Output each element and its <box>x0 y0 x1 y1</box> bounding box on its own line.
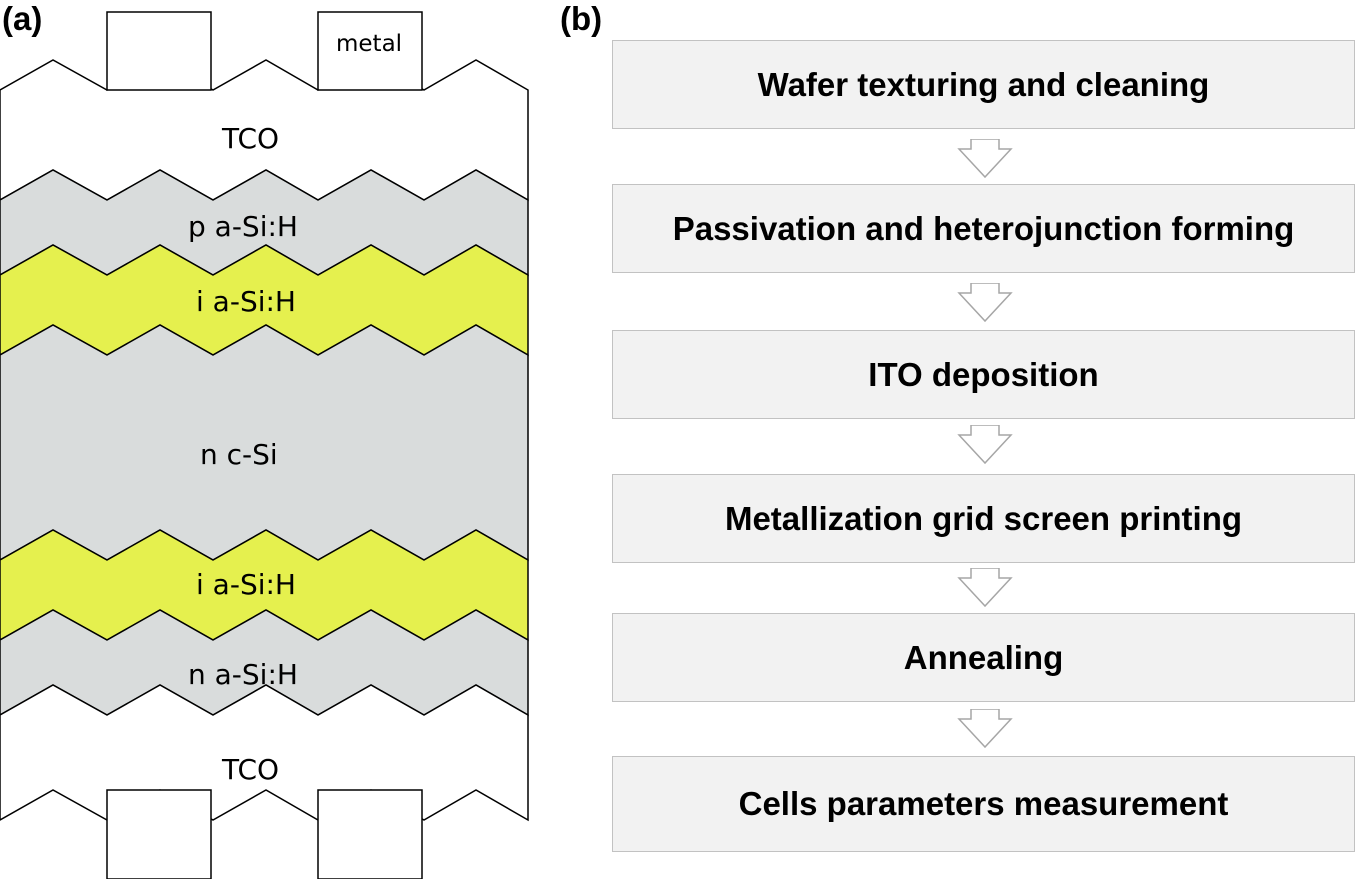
layer-stack-diagram <box>0 11 529 879</box>
metal-contact-bottom-left <box>106 789 212 879</box>
process-step-4: Metallization grid screen printing <box>612 474 1355 563</box>
process-step-3: ITO deposition <box>612 330 1355 419</box>
down-arrow-icon <box>957 283 1013 323</box>
panel-a-label: (a) <box>2 0 43 37</box>
process-step-5: Annealing <box>612 613 1355 702</box>
process-step-2-label: Passivation and heterojunction forming <box>672 209 1295 247</box>
process-step-4-label: Metallization grid screen printing <box>724 499 1243 537</box>
down-arrow-icon <box>957 425 1013 465</box>
metal-contact-top-left <box>106 11 212 91</box>
metal-label: metal <box>336 31 403 57</box>
layer-label-tco-top: TCO <box>222 122 280 155</box>
process-step-6-label: Cells parameters measurement <box>738 785 1229 822</box>
panel-b-label: (b) <box>560 0 603 37</box>
down-arrow-icon <box>957 568 1013 608</box>
layer-label-i-a-si-h-top: i a-Si:H <box>196 285 296 318</box>
process-step-2: Passivation and heterojunction forming <box>612 184 1355 273</box>
layer-label-i-a-si-h-bottom: i a-Si:H <box>196 568 296 601</box>
metal-contact-bottom-right <box>317 789 423 879</box>
layer-label-tco-bottom: TCO <box>222 753 280 786</box>
process-step-3-label: ITO deposition <box>868 355 1099 393</box>
down-arrow-icon <box>957 139 1013 179</box>
layer-label-n-a-si-h: n a-Si:H <box>188 658 298 691</box>
layer-label-p-a-si-h: p a-Si:H <box>188 210 298 243</box>
process-step-6: Cells parameters measurement <box>612 756 1355 852</box>
metal-contact-top-right <box>317 11 423 91</box>
process-step-1-label: Wafer texturing and cleaning <box>757 65 1210 103</box>
process-step-1: Wafer texturing and cleaning <box>612 40 1355 129</box>
down-arrow-icon <box>957 709 1013 749</box>
process-step-5-label: Annealing <box>903 638 1064 676</box>
layer-label-n-c-si: n c-Si <box>200 438 278 471</box>
